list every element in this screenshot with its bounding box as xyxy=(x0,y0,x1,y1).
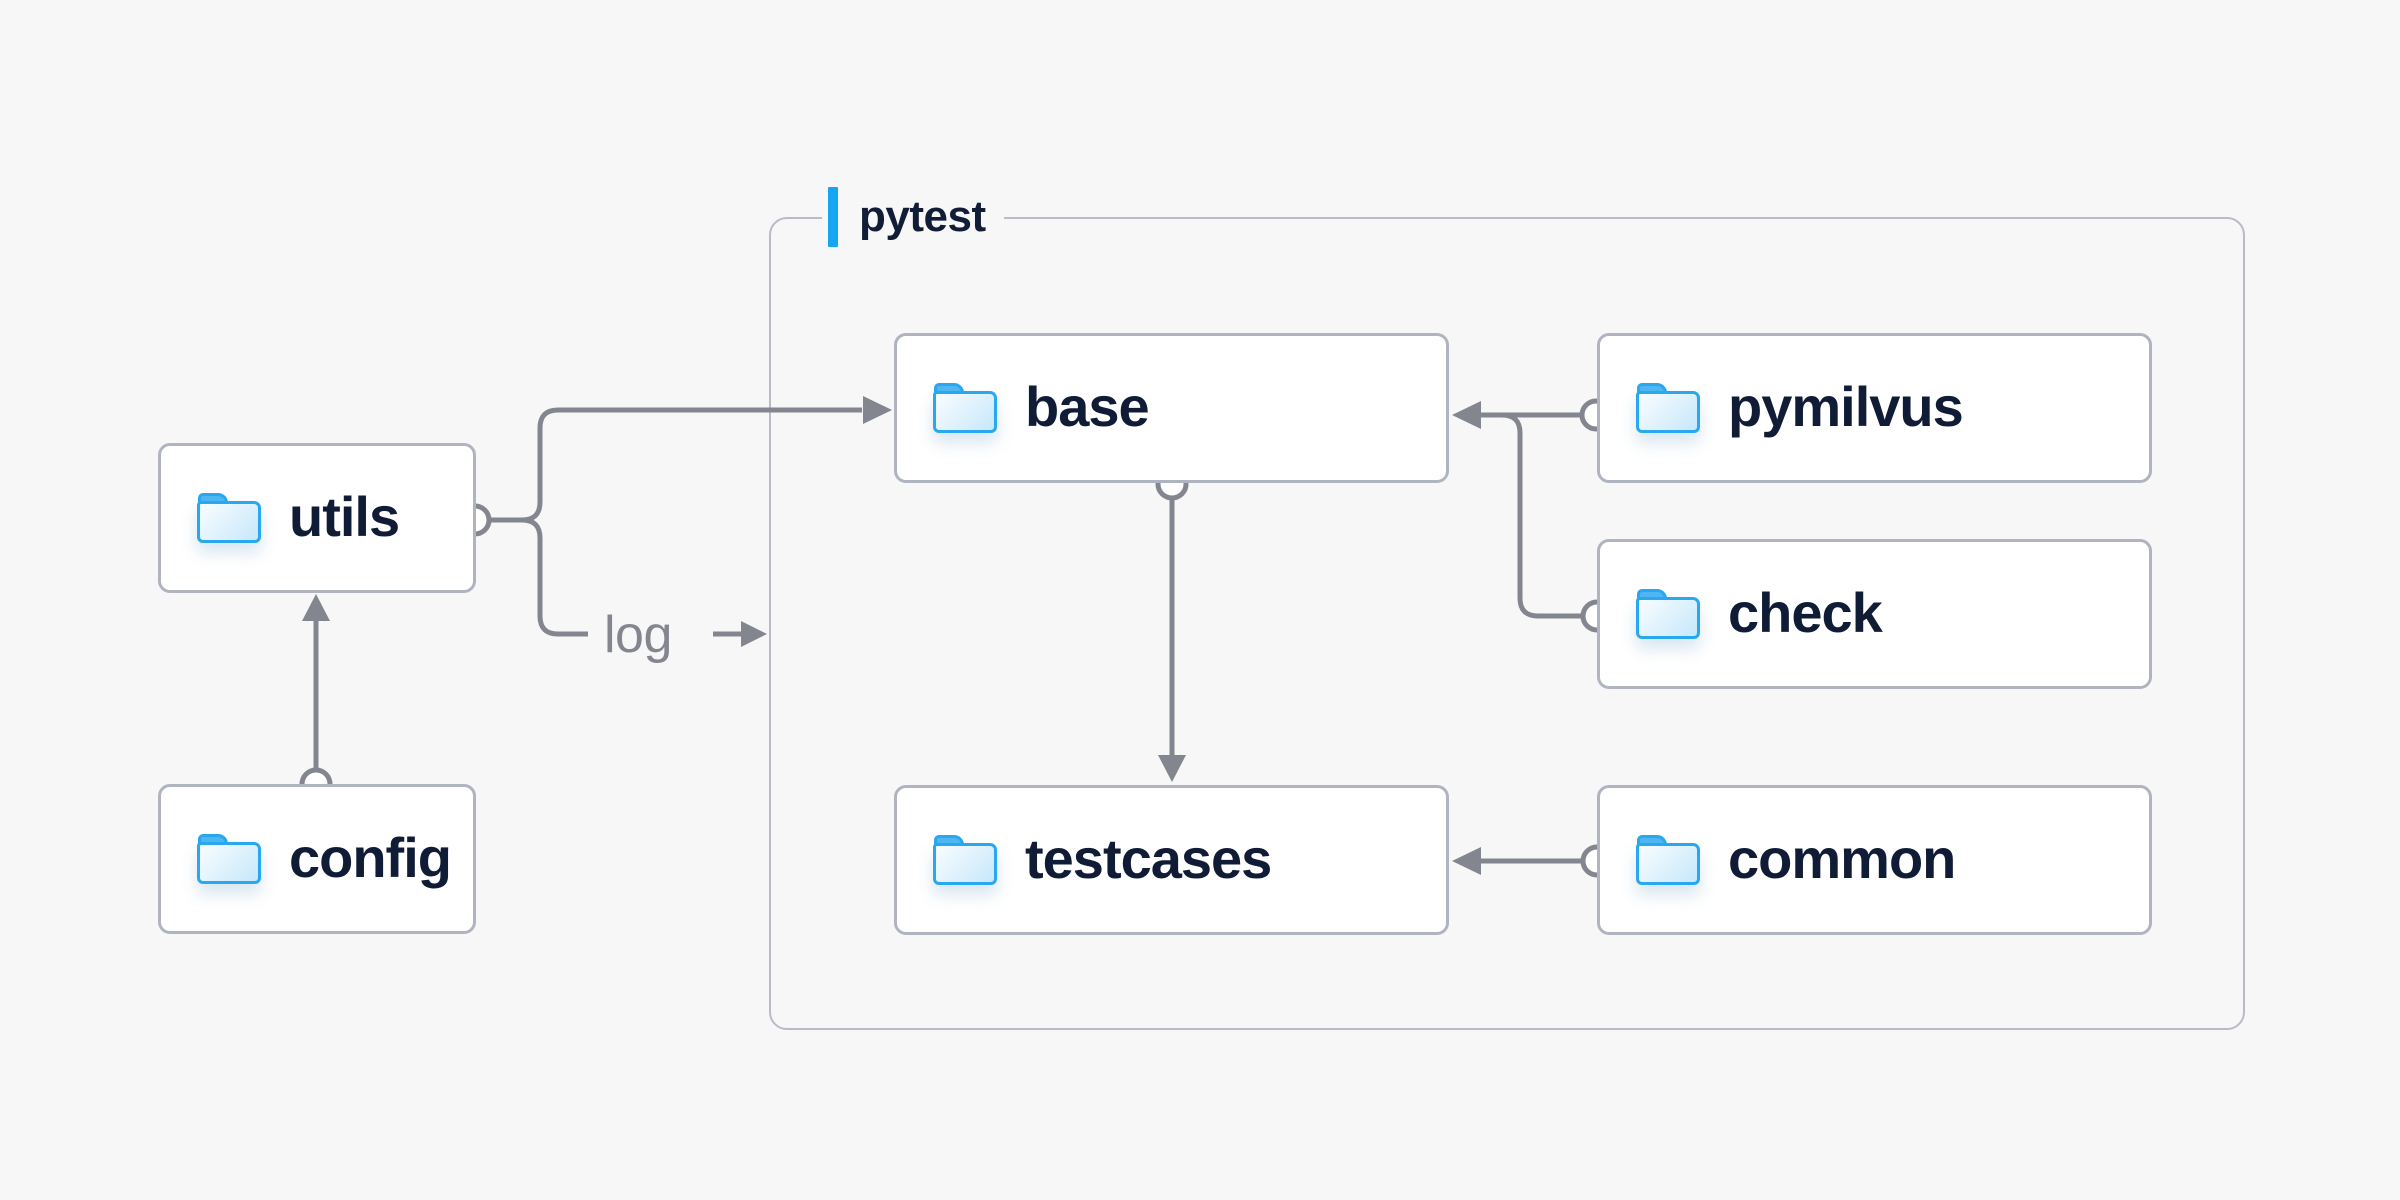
arrowhead xyxy=(1452,401,1481,429)
accent-bar xyxy=(828,187,838,247)
node-label: testcases xyxy=(1025,826,1272,890)
edge-label-log: log xyxy=(604,606,672,664)
node-label: utils xyxy=(289,484,400,548)
edge-common-testcases xyxy=(1452,844,1614,878)
node-label: check xyxy=(1728,580,1883,644)
edge-utils-log xyxy=(521,517,588,637)
node-utils: utils xyxy=(158,443,476,593)
arrowhead xyxy=(863,396,892,424)
node-base: base xyxy=(894,333,1449,483)
node-testcases: testcases xyxy=(894,785,1449,935)
edge-base-testcases xyxy=(1155,467,1189,782)
edge-check-base xyxy=(1452,398,1614,633)
folder-icon xyxy=(197,834,261,884)
folder-icon xyxy=(1636,383,1700,433)
edge-config-utils xyxy=(299,594,333,801)
arrowhead xyxy=(302,594,330,621)
node-check: check xyxy=(1597,539,2152,689)
folder-icon xyxy=(1636,835,1700,885)
pytest-group-box xyxy=(769,217,2245,1030)
folder-icon xyxy=(197,493,261,543)
group-title: pytest xyxy=(859,192,986,241)
folder-icon xyxy=(933,835,997,885)
edge-utils-base xyxy=(489,396,892,523)
pytest-group-legend: pytest xyxy=(822,186,1004,248)
node-label: base xyxy=(1025,374,1150,438)
arrowhead xyxy=(1158,755,1186,782)
node-label: config xyxy=(289,825,452,889)
node-common: common xyxy=(1597,785,2152,935)
edge-log-arrow xyxy=(713,621,767,647)
node-label: common xyxy=(1728,826,1956,890)
arrowhead xyxy=(1452,847,1481,875)
arrowhead xyxy=(741,621,767,647)
node-label: pymilvus xyxy=(1728,374,1964,438)
folder-icon xyxy=(1636,589,1700,639)
node-pymilvus: pymilvus xyxy=(1597,333,2152,483)
node-config: config xyxy=(158,784,476,934)
folder-icon xyxy=(933,383,997,433)
